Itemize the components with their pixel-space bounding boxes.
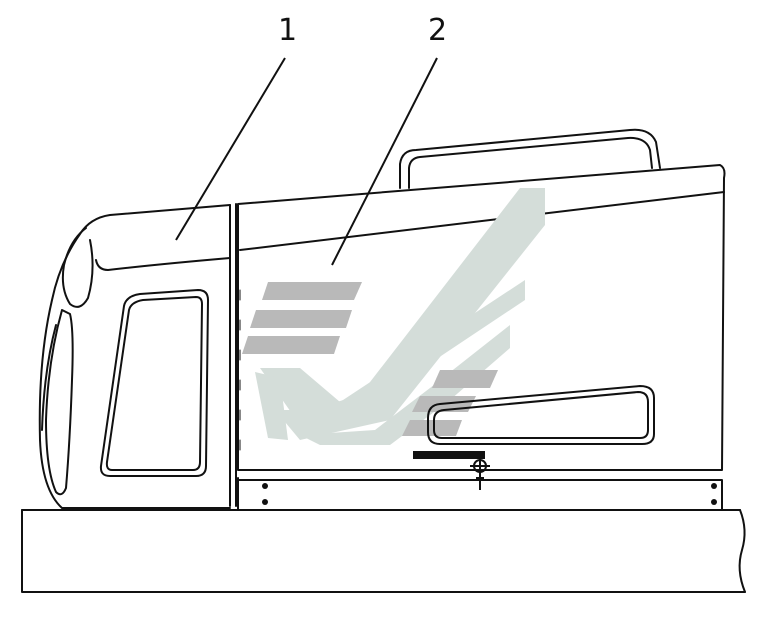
window-cover-1 — [99, 289, 209, 477]
leader-lines — [175, 57, 438, 266]
window-cover-2 — [427, 384, 655, 445]
logo-graphic — [255, 188, 545, 445]
callout-label-1: 1 — [278, 13, 298, 48]
leader-line-1 — [175, 57, 286, 241]
callout-label-2: 2 — [428, 13, 448, 48]
cover-panel-1 — [38, 204, 231, 509]
top-handle — [399, 128, 661, 189]
latch-mechanism — [413, 451, 490, 490]
cover-panel-2 — [237, 164, 726, 471]
base-platform — [21, 477, 746, 593]
base-bolts — [262, 483, 717, 505]
leader-line-2 — [331, 57, 438, 266]
hinge-strip — [229, 203, 237, 507]
logo-stripes — [242, 282, 498, 436]
